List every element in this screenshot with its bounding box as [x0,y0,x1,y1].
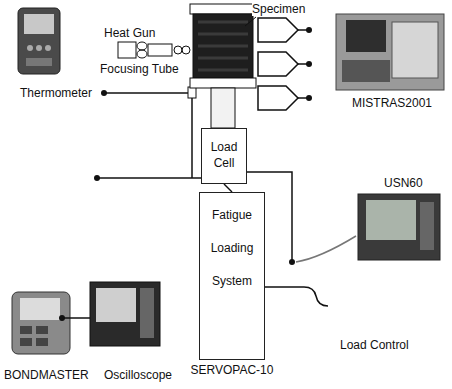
box-label: Load Cell [202,139,246,171]
bondmaster-device [12,292,70,354]
bondmaster-screen [20,298,60,320]
mistras-keyboard [342,60,390,82]
probe-wire [191,98,193,178]
oscilloscope-screen [96,288,136,322]
heat-gun-body [118,42,136,58]
wire-dot [289,259,295,265]
focusing-tube [182,46,190,54]
key [20,326,32,334]
wire-dot [306,95,312,101]
upper-grip [190,4,256,14]
scope-wire [62,317,90,319]
thermocouple [188,87,196,98]
mistras-system [336,14,444,90]
lower-grip [190,78,256,88]
connector-line [224,184,232,192]
thermometer-screen [24,14,54,34]
machine-name: SERVOPAC-10 [191,363,274,377]
ae-sensor [258,52,298,76]
fan [137,42,147,50]
mistras-chassis [392,22,438,78]
usn-cable [296,236,356,262]
equipment-label: Focusing Tube [100,62,179,76]
fan [137,50,147,58]
wire-dot [306,61,312,67]
usn60-device [358,194,440,260]
ae-sensor [258,18,298,42]
probe-wire [97,177,201,179]
process-box: Load Cell [201,128,247,184]
thermometer-wire [104,92,188,94]
key [36,338,48,346]
usn60-keys [420,202,434,250]
focusing-tube [174,46,182,54]
specimen-texture [198,22,248,70]
oscilloscope-knobs [140,288,154,338]
ae-sensor [258,86,298,110]
equipment-label: BONDMASTER [4,368,89,382]
connector [224,184,232,192]
key [36,326,48,334]
oscilloscope-device [90,282,160,346]
mistras-screen [346,20,386,52]
heat-gun-nozzle [148,44,172,56]
wire-dot [306,27,312,33]
equipment-label: Heat Gun [104,26,155,40]
equipment-label: USN60 [384,176,423,190]
thermometer-panel [26,58,52,66]
equipment-label: MISTRAS2001 [352,96,432,110]
process-box: Fatigue Loading SystemSERVOPAC-10 [199,192,265,360]
equipment-label: Specimen [252,2,305,16]
equipment-label: Thermometer [20,86,92,100]
leader-line [245,17,256,26]
equipment-label: Oscilloscope [104,368,172,382]
box-label: Fatigue Loading System [200,199,264,298]
button [27,45,33,51]
specimen-block [193,14,253,78]
button [36,45,42,51]
control-wire [265,287,328,306]
usn60-screen [366,200,416,240]
button [45,45,51,51]
key [20,338,32,346]
thermometer-device [18,8,60,74]
equipment-label: Load Control [340,338,409,352]
loading-rod [211,88,235,128]
